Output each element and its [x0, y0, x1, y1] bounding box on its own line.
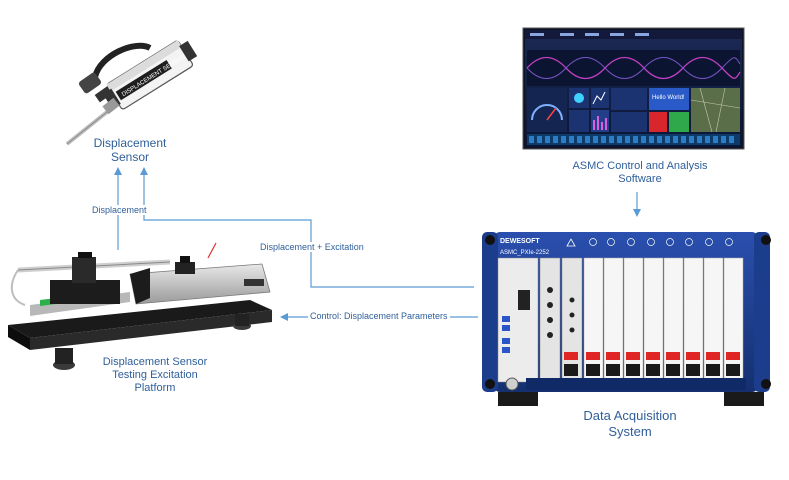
daq-label-line2: System — [608, 423, 652, 439]
sensor-label-line2: Sensor — [110, 150, 150, 165]
edge-label-displacement-excitation: Displacement + Excitation — [258, 242, 366, 252]
software-monitor-image: Hello World! — [522, 27, 745, 150]
daq-label: Data Acquisition System — [560, 408, 700, 439]
excitation-platform-image — [8, 242, 272, 370]
edge-label-control: Control: Displacement Parameters — [308, 311, 450, 321]
platform-label: Displacement Sensor Testing Excitation P… — [80, 356, 230, 396]
software-label: ASMC Control and Analysis Software — [550, 160, 730, 186]
edge-label-displacement: Displacement — [90, 205, 149, 215]
daq-model: ASMC_PXIe-2252 — [500, 250, 550, 256]
platform-label-line2: Testing Excitation — [112, 369, 198, 382]
platform-label-line3: Platform — [134, 382, 176, 395]
software-label-line2: Software — [618, 173, 662, 186]
daq-brand: DEWESOFT — [500, 238, 540, 245]
daq-label-line1: Data Acquisition — [583, 408, 677, 423]
daq-chassis-image: DEWESOFT ASMC_PXIe-2252 — [482, 232, 771, 406]
software-label-line1: ASMC Control and Analysis — [572, 160, 708, 172]
sensor-label: Displacement Sensor — [70, 136, 190, 165]
software-widget-text: Hello World! — [652, 95, 685, 101]
displacement-sensor-image: DISPLACEMENT SENSOR — [65, 40, 198, 146]
platform-label-line1: Displacement Sensor — [102, 356, 208, 368]
arrow-daq-to-sensor — [140, 167, 474, 288]
sensor-label-line1: Displacement — [93, 136, 167, 150]
